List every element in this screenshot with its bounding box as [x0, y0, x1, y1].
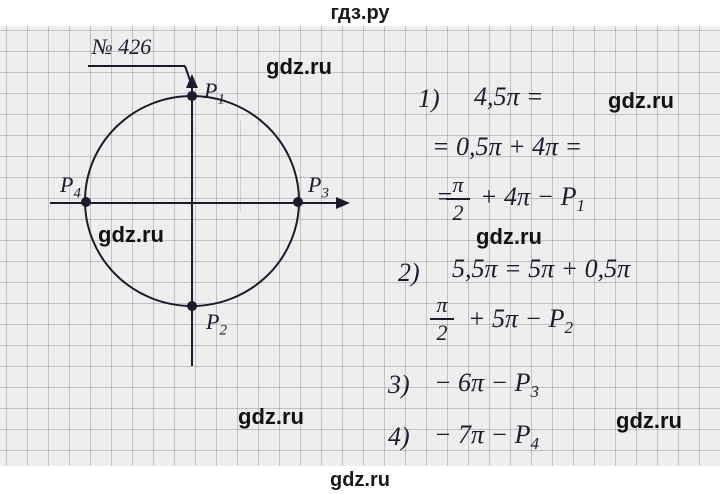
solution-3-expression: − 6π − P3: [434, 368, 539, 402]
unit-circle-diagram: [50, 65, 350, 366]
point-p2-label: P2: [206, 309, 227, 339]
x-axis-arrow: [336, 197, 350, 209]
solution-2-expression: 5,5π = 5π + 0,5π: [452, 254, 631, 283]
y-axis-arrow: [186, 74, 198, 88]
point-p2-marker: [187, 301, 197, 311]
solution-1-result: + 4π − P1: [480, 182, 585, 216]
notebook-page: № 426 P1 P2 P3 P4 1) 4,5π = = 0,5π + 4π …: [0, 26, 720, 466]
site-header[interactable]: гдз.ру: [0, 0, 720, 26]
point-p4-marker: [81, 197, 91, 207]
solution-1-expression: 4,5π =: [474, 82, 544, 111]
solution-1-number: 1): [418, 84, 440, 113]
solution-1-line-3: =: [436, 182, 454, 211]
site-footer[interactable]: gdz.ru: [0, 466, 720, 494]
solution-2-number: 2): [398, 258, 420, 287]
watermark-lower-left: gdz.ru: [238, 404, 304, 429]
solution-1-line-2: = 0,5π + 4π =: [432, 132, 583, 161]
solution-4-expression: − 7π − P4: [434, 420, 539, 454]
point-p4-label: P4: [60, 172, 81, 202]
watermark-solution-1: gdz.ru: [608, 88, 674, 113]
point-p3-marker: [293, 197, 303, 207]
solution-2-result: + 5π − P2: [468, 304, 573, 338]
point-p1-marker: [187, 91, 197, 101]
watermark-lower-right: gdz.ru: [616, 408, 682, 433]
solution-3-number: 3): [388, 370, 410, 399]
point-p3-label: P3: [308, 172, 329, 202]
bleed-through-mark: [240, 121, 401, 211]
problem-number: № 426: [92, 34, 152, 59]
watermark-diagram: gdz.ru: [98, 222, 164, 247]
point-p1-label: P1: [204, 78, 225, 108]
watermark-middle: gdz.ru: [476, 224, 542, 249]
solution-4-number: 4): [388, 422, 410, 451]
watermark-top: gdz.ru: [266, 54, 332, 79]
